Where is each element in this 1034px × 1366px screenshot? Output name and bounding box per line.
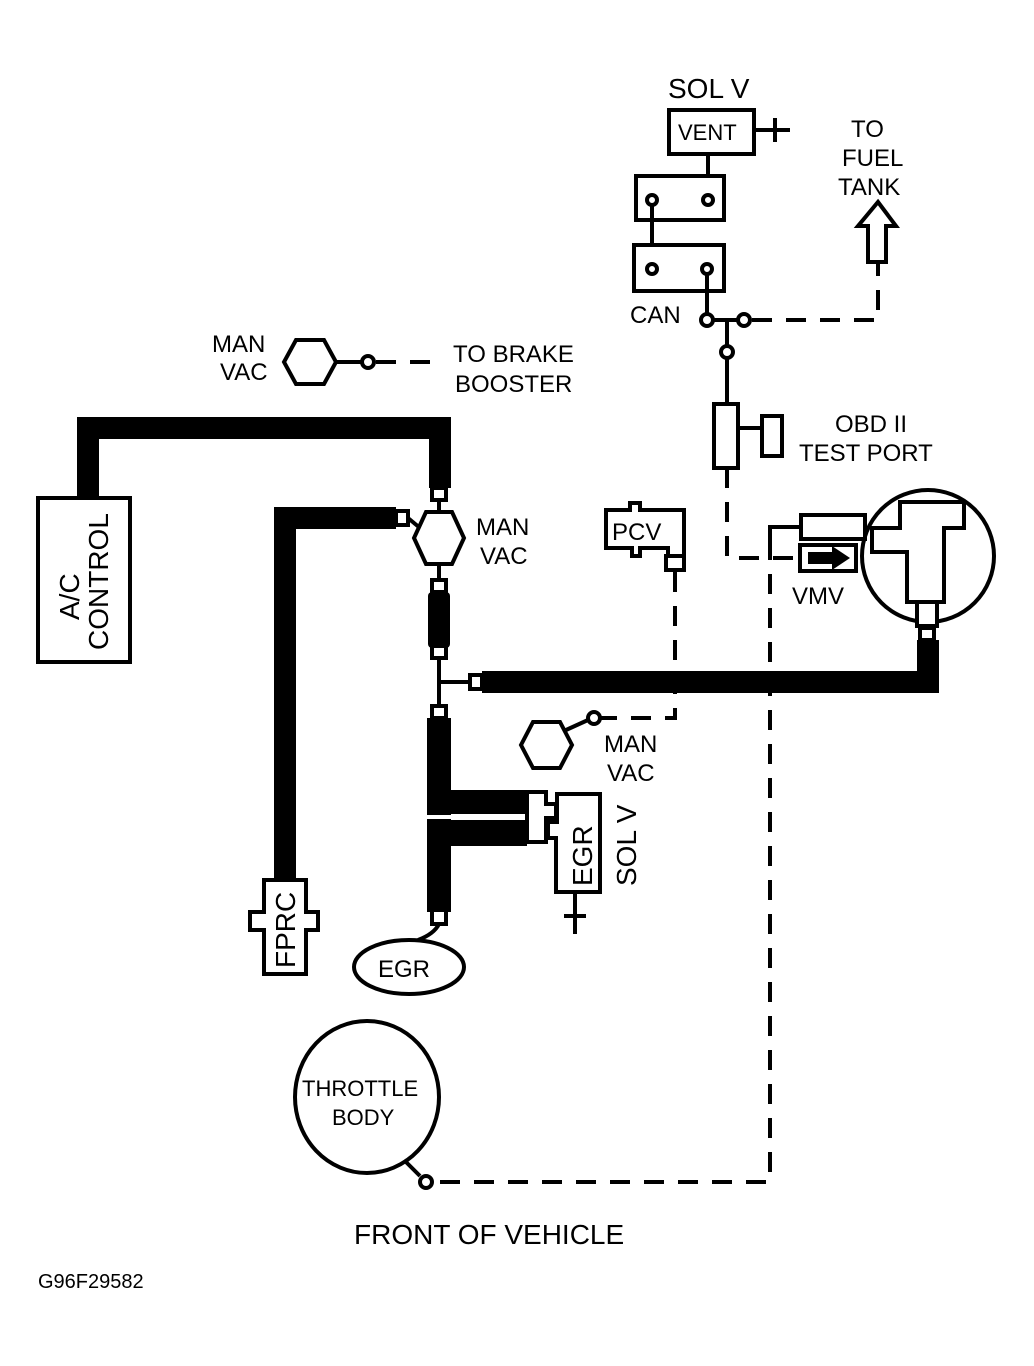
egr-sol-label: EGR bbox=[567, 825, 598, 886]
to-brake-booster-label: BOOSTER bbox=[455, 371, 572, 398]
obd-label: TEST PORT bbox=[799, 440, 933, 467]
throttle-body-label: THROTTLE bbox=[302, 1076, 418, 1101]
inline-hose-segment bbox=[428, 592, 450, 648]
egr-sol-hose-lower bbox=[427, 820, 527, 846]
canister-port bbox=[645, 262, 659, 276]
fprc-label: FPRC bbox=[270, 892, 301, 968]
pcv-label: PCV bbox=[612, 519, 661, 546]
pcv-dashed-line bbox=[600, 572, 677, 720]
hose-fitting bbox=[430, 578, 448, 594]
fprc-group: FPRC bbox=[248, 878, 320, 976]
hose-fitting bbox=[918, 626, 936, 642]
canister-port bbox=[645, 193, 659, 207]
vmv-upper-port bbox=[799, 513, 867, 541]
can-tee-port bbox=[699, 312, 715, 328]
vmv-valve-body bbox=[870, 500, 966, 604]
fprc-box bbox=[248, 878, 320, 976]
vmv-to-throttle-dashed-line bbox=[430, 540, 772, 1184]
throttle-port bbox=[418, 1174, 434, 1190]
obd-to-vmv-dashed-line bbox=[725, 468, 800, 560]
throttle-body-circle bbox=[293, 1019, 441, 1175]
ac-control-group: A/C CONTROL bbox=[36, 496, 132, 664]
up-arrow-icon bbox=[853, 198, 900, 264]
vmv-purge-line bbox=[768, 525, 800, 540]
to-fuel-tank-label: TO bbox=[851, 116, 884, 143]
fprc-hose bbox=[274, 507, 396, 960]
ac-control-label: CONTROL bbox=[83, 513, 114, 650]
egr-label: EGR bbox=[378, 956, 430, 983]
can-tee-port bbox=[719, 344, 735, 360]
ac-control-hose bbox=[77, 417, 451, 500]
vmv-hose bbox=[482, 640, 939, 693]
can-tee-port bbox=[736, 312, 752, 328]
egr-valve-group: EGR bbox=[352, 938, 466, 996]
front-of-vehicle-label: FRONT OF VEHICLE bbox=[354, 1219, 624, 1250]
vmv-label: VMV bbox=[792, 583, 844, 610]
vmv-outlet bbox=[915, 600, 939, 628]
obd-test-port-group: OBD II TEST PORT bbox=[712, 358, 933, 560]
egr-solenoid-box bbox=[546, 792, 602, 894]
man-vac-label: MAN bbox=[212, 331, 265, 358]
canister-group: CAN bbox=[630, 174, 880, 360]
obd-test-port-body bbox=[712, 402, 740, 470]
pcv-port bbox=[586, 710, 602, 726]
vent-label: VENT bbox=[678, 120, 737, 145]
hoses: MAN VAC bbox=[77, 417, 939, 960]
man-vac-label: VAC bbox=[480, 543, 528, 570]
brake-port bbox=[360, 354, 376, 370]
flow-arrow-icon bbox=[808, 546, 850, 570]
egr-valve-ellipse bbox=[352, 938, 466, 996]
hose-fitting bbox=[430, 486, 448, 502]
figure-id: G96F29582 bbox=[38, 1271, 144, 1293]
pcv-link bbox=[565, 718, 589, 732]
hose-fitting bbox=[468, 673, 484, 691]
man-vac-label: VAC bbox=[220, 359, 268, 386]
vent-solenoid-box bbox=[667, 108, 756, 156]
obd-label: OBD II bbox=[835, 411, 907, 438]
throttle-body-label: BODY bbox=[332, 1105, 395, 1130]
man-vac-label: VAC bbox=[607, 760, 655, 787]
canister-port bbox=[701, 193, 715, 207]
egr-solenoid-group: EGR SOL V bbox=[525, 790, 642, 934]
to-fuel-tank-label: FUEL bbox=[842, 145, 903, 172]
manifold-vacuum-hex-icon bbox=[518, 720, 575, 770]
can-label: CAN bbox=[630, 302, 681, 329]
manifold-vacuum-hex-icon bbox=[281, 338, 339, 386]
egr-sol-hose-upper bbox=[427, 790, 527, 814]
man-vac-label: MAN bbox=[604, 731, 657, 758]
manifold-vacuum-hex-icon bbox=[411, 510, 467, 566]
fuel-tank-arrow-group: TO FUEL TANK bbox=[838, 116, 903, 264]
pcv-fitting bbox=[664, 554, 686, 572]
hose-fitting bbox=[430, 644, 448, 660]
hose-fitting bbox=[394, 509, 410, 527]
egr-link bbox=[417, 923, 441, 942]
throttle-body-group: THROTTLE BODY bbox=[293, 1019, 441, 1190]
to-fuel-tank-label: TANK bbox=[838, 174, 900, 201]
ac-control-box bbox=[36, 496, 132, 664]
fuel-tank-line bbox=[752, 262, 880, 322]
to-brake-booster-label: TO BRAKE bbox=[453, 341, 574, 368]
ac-control-label: A/C bbox=[54, 573, 85, 620]
throttle-link bbox=[402, 1158, 422, 1178]
sol-v-label: SOL V bbox=[611, 804, 642, 886]
vent-solenoid-group: SOL V VENT bbox=[667, 73, 790, 200]
brake-booster-group: MAN VAC TO BRAKE BOOSTER bbox=[212, 331, 574, 398]
hose-fitting bbox=[430, 908, 448, 926]
man-vac-label: MAN bbox=[476, 514, 529, 541]
sol-v-vent-label: SOL V bbox=[668, 73, 750, 104]
hose-fitting bbox=[430, 704, 448, 720]
lower-man-vac-group: MAN VAC bbox=[518, 720, 657, 787]
obd-test-port-cap bbox=[760, 414, 784, 458]
pcv-group: PCV bbox=[565, 501, 686, 732]
vmv-group: VMV bbox=[430, 488, 996, 1184]
canister-port bbox=[700, 262, 714, 276]
